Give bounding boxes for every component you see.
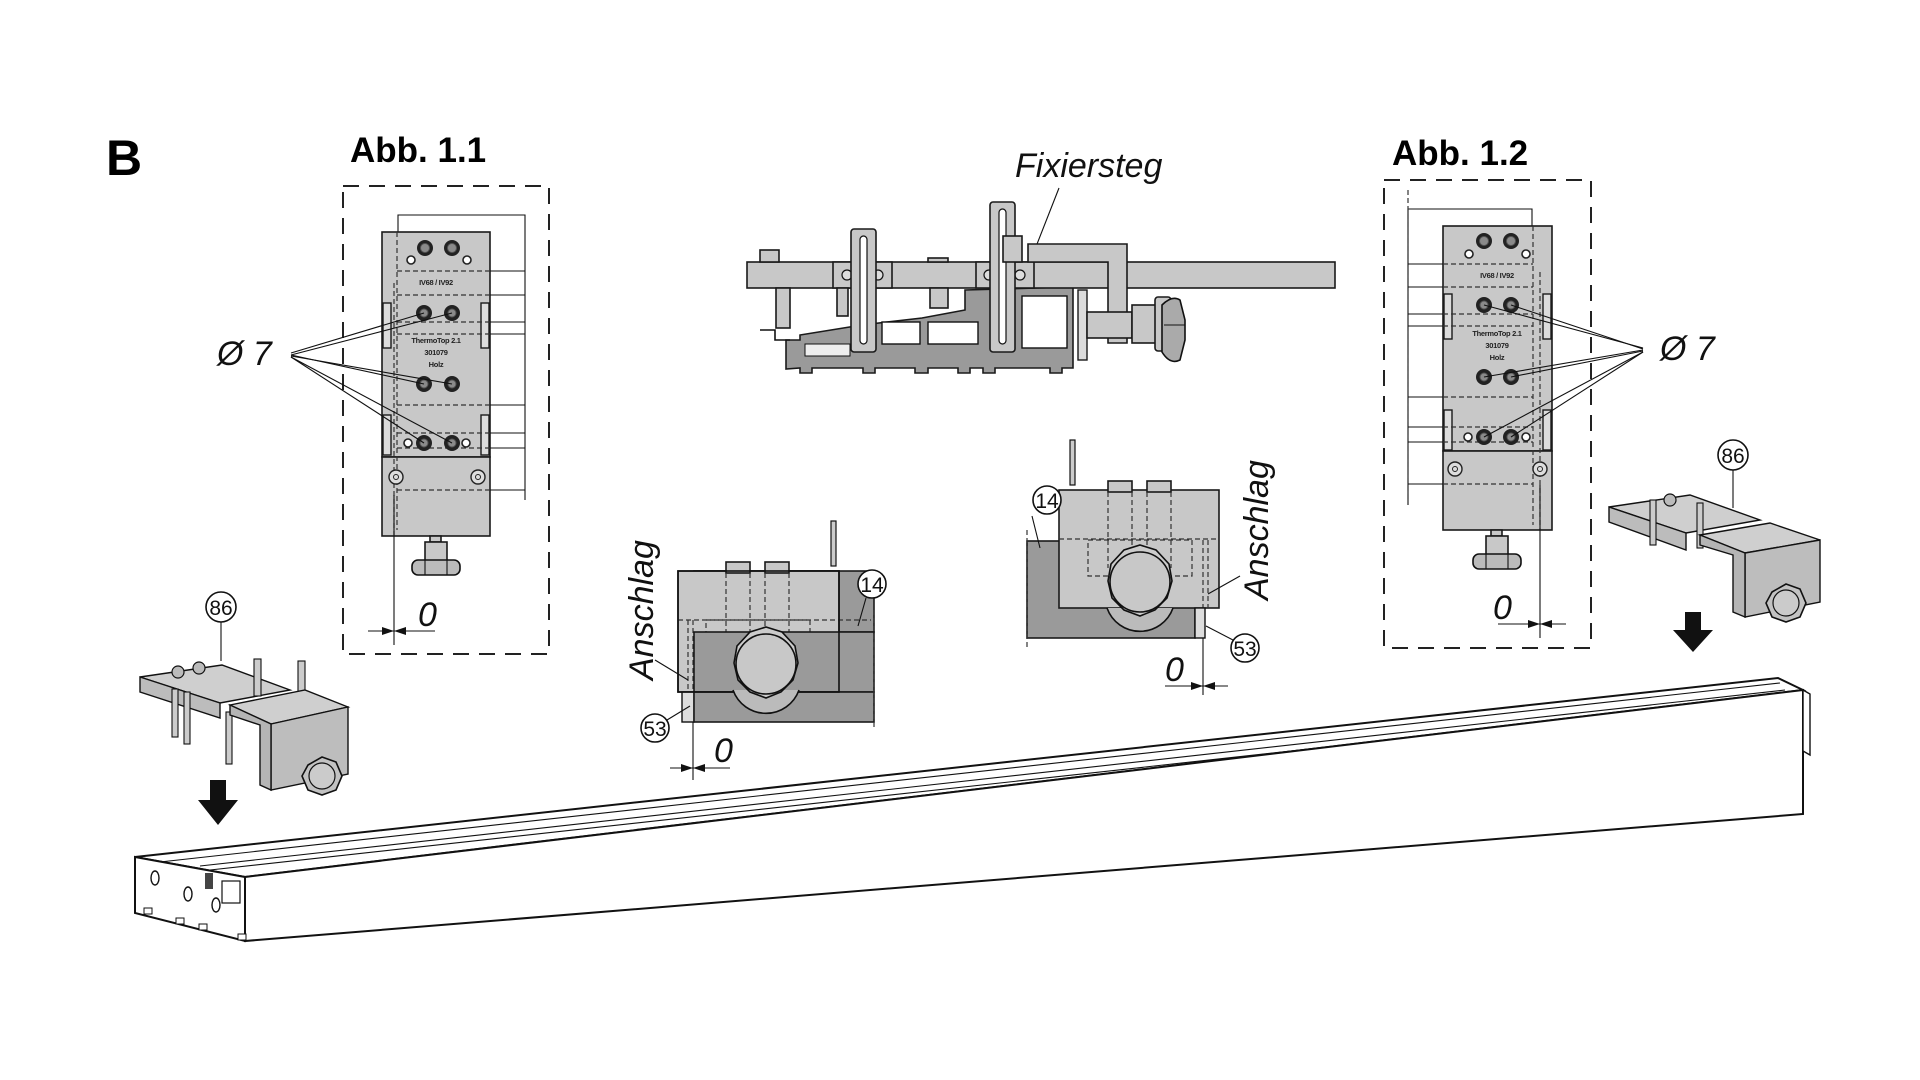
leader-lines [1483, 304, 1644, 438]
dimension-lines [490, 270, 525, 491]
zero-offset-dimension: 0 [1165, 638, 1228, 695]
down-arrow-icon [1673, 612, 1713, 652]
plate-label-product: ThermoTop 2.1 [411, 336, 460, 345]
dimension-value: 0 [714, 732, 733, 770]
plate-label-number: 301079 [1485, 341, 1508, 350]
svg-text:53: 53 [1233, 638, 1256, 661]
leader-lines [290, 312, 453, 444]
svg-text:86: 86 [1721, 445, 1744, 468]
figure-abb-1-1: Abb. 1.1 [216, 131, 550, 655]
stop-label: Anschlag [623, 540, 661, 682]
part-callout-86: 86 [205, 591, 237, 661]
dimension-value: 0 [418, 596, 437, 634]
part-callout-53: 53 [1205, 625, 1260, 663]
plate-label-model: IV68 / IV92 [1480, 271, 1514, 280]
figure-title-abb-1-2: Abb. 1.2 [1392, 134, 1528, 173]
part-callout-53: 53 [640, 705, 691, 743]
diameter-label: Ø 7 [1659, 330, 1716, 368]
guide-rail [134, 676, 1811, 943]
fixiersteg-callout: Fixiersteg [1015, 147, 1162, 185]
part-callout-86: 86 [1717, 439, 1749, 508]
clamp-knob [1472, 529, 1522, 570]
svg-text:86: 86 [209, 597, 232, 620]
dimension-bracket [1407, 208, 1533, 505]
section-letter: B [106, 130, 142, 186]
zero-offset-dimension: 0 [1493, 485, 1566, 638]
plate-label-model: IV68 / IV92 [419, 278, 453, 287]
plate-label-material: Holz [1490, 353, 1505, 362]
part-callout-14: 14 [857, 569, 887, 627]
dimension-value: 0 [1493, 589, 1512, 627]
dimension-value: 0 [1165, 651, 1184, 689]
dimension-lines [1408, 263, 1443, 485]
drill-template-plate: IV68 / IV92 ThermoTop 2.1 301079 Holz [381, 231, 491, 537]
plate-label-number: 301079 [424, 348, 447, 357]
drilling-jig-left: 86 [139, 591, 351, 825]
detail-stop-right: Anschlag 14 53 0 [1026, 439, 1276, 695]
detail-stop-left: Anschlag 14 53 0 [623, 520, 887, 780]
dimension-bracket [397, 214, 526, 500]
drilling-jig-right: 86 [1608, 439, 1821, 652]
part-callout-14: 14 [1031, 485, 1062, 549]
drill-template-plate: IV68 / IV92 ThermoTop 2.1 301079 Holz [1442, 225, 1553, 531]
plate-label-material: Holz [429, 360, 444, 369]
diameter-label: Ø 7 [216, 335, 273, 373]
zero-offset-dimension: 0 [670, 722, 733, 780]
figure-title-abb-1-1: Abb. 1.1 [350, 131, 486, 170]
stop-label: Anschlag [1238, 460, 1276, 602]
cross-section-profile: Fixiersteg [746, 147, 1336, 374]
svg-text:14: 14 [1035, 490, 1059, 513]
zero-offset-dimension: 0 [368, 495, 437, 645]
down-arrow-icon [198, 780, 238, 825]
plate-label-product: ThermoTop 2.1 [1472, 329, 1521, 338]
svg-text:53: 53 [643, 718, 666, 741]
figure-abb-1-2: Abb. 1.2 [1383, 134, 1716, 649]
svg-text:14: 14 [860, 574, 884, 597]
clamp-knob [411, 535, 461, 576]
